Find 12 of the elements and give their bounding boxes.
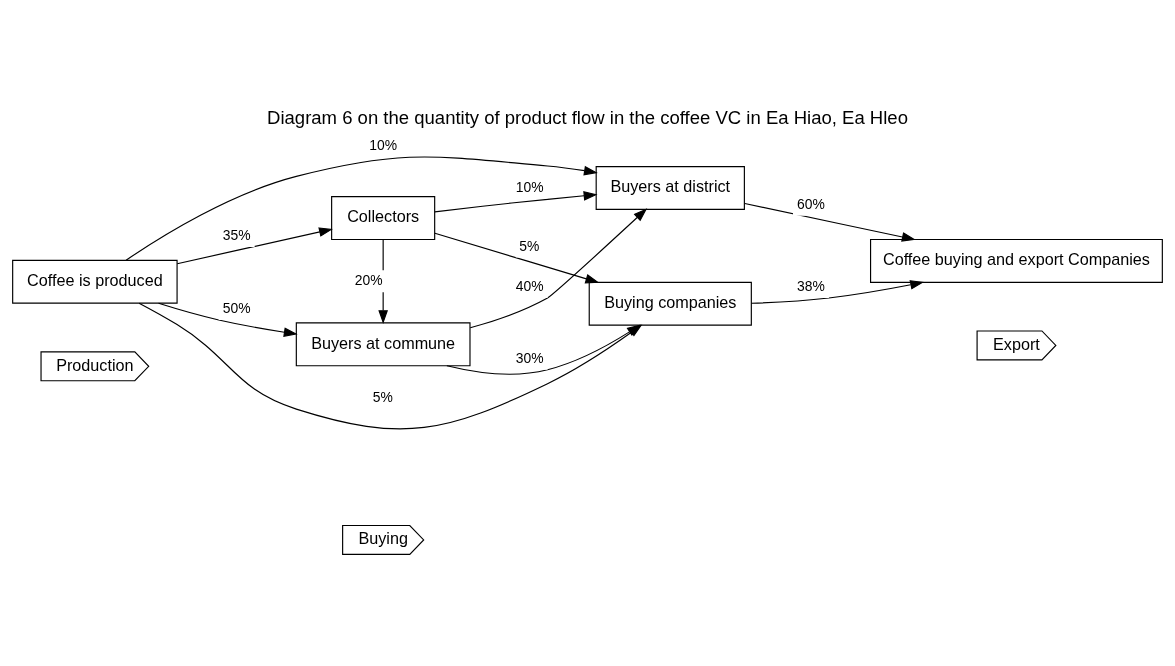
edge-label: 5% <box>519 237 540 254</box>
diagram-title: Diagram 6 on the quantity of product flow in the coffee VC in Ea Hiao, Ea Hleo <box>267 107 908 129</box>
edge-label: 60% <box>797 195 825 212</box>
edge-label: 5% <box>372 389 393 406</box>
edge-label: 10% <box>369 136 398 153</box>
edge-label: 10% <box>515 178 544 195</box>
edge-label: 38% <box>797 278 825 295</box>
edge-label: 35% <box>222 227 251 244</box>
edge-label: 30% <box>515 349 544 366</box>
edge-label: 40% <box>515 278 544 295</box>
edge-label: 50% <box>222 300 251 317</box>
edge-label: 20% <box>354 272 383 289</box>
